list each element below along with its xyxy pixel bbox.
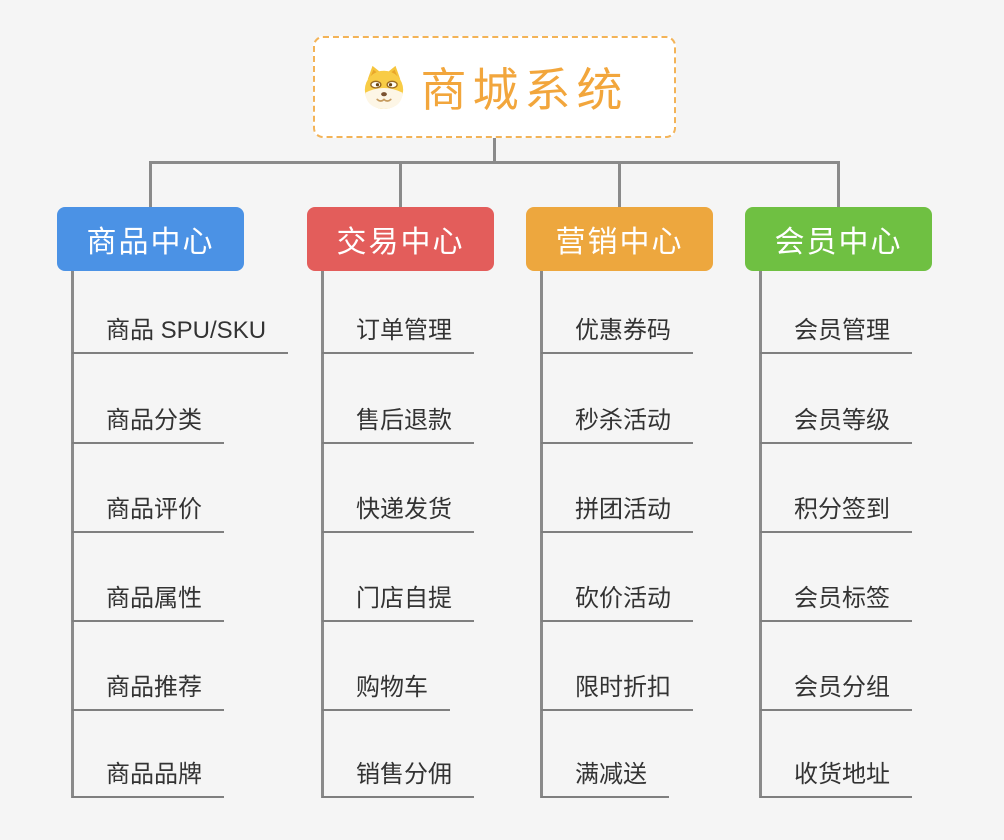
- branch-topic-marketing[interactable]: 营销中心: [526, 207, 713, 271]
- leaf-topic[interactable]: 快递发货: [322, 495, 474, 533]
- root-stem-line: [493, 137, 496, 164]
- leaf-topic[interactable]: 购物车: [322, 673, 450, 711]
- leaf-topic[interactable]: 砍价活动: [541, 584, 693, 622]
- leaf-topic[interactable]: 商品品牌: [72, 760, 224, 798]
- branch-topic-trade[interactable]: 交易中心: [307, 207, 494, 271]
- leaf-topic[interactable]: 销售分佣: [322, 760, 474, 798]
- leaf-topic[interactable]: 商品属性: [72, 584, 224, 622]
- drop-line-trade: [399, 161, 402, 208]
- leaf-topic[interactable]: 会员分组: [760, 673, 912, 711]
- drop-line-members: [837, 161, 840, 208]
- leaf-topic[interactable]: 秒杀活动: [541, 406, 693, 444]
- root-topic-label: 商城系统: [420, 64, 629, 116]
- branch-topic-label: 会员中心: [774, 226, 903, 259]
- leaf-topic[interactable]: 订单管理: [322, 316, 474, 354]
- branch-spine-marketing: [540, 271, 543, 798]
- branch-topic-products[interactable]: 商品中心: [57, 207, 244, 271]
- leaf-topic[interactable]: 收货地址: [760, 760, 912, 798]
- doge-icon: [361, 64, 407, 110]
- drop-line-marketing: [618, 161, 621, 208]
- leaf-topic[interactable]: 积分签到: [760, 495, 912, 533]
- root-topic[interactable]: 商城系统: [313, 36, 676, 138]
- drop-line-products: [149, 161, 152, 208]
- leaf-topic[interactable]: 拼团活动: [541, 495, 693, 533]
- leaf-topic[interactable]: 会员标签: [760, 584, 912, 622]
- leaf-topic[interactable]: 满减送: [541, 760, 669, 798]
- branch-topic-members[interactable]: 会员中心: [745, 207, 932, 271]
- branch-topic-label: 营销中心: [555, 226, 684, 259]
- leaf-topic[interactable]: 限时折扣: [541, 673, 693, 711]
- branch-spine-products: [71, 271, 74, 798]
- leaf-topic[interactable]: 商品推荐: [72, 673, 224, 711]
- branch-spine-members: [759, 271, 762, 798]
- leaf-topic[interactable]: 商品分类: [72, 406, 224, 444]
- leaf-topic[interactable]: 售后退款: [322, 406, 474, 444]
- leaf-topic[interactable]: 门店自提: [322, 584, 474, 622]
- leaf-topic[interactable]: 商品 SPU/SKU: [72, 316, 289, 354]
- branch-bus-line: [150, 161, 839, 164]
- branch-spine-trade: [321, 271, 324, 798]
- branch-topic-label: 交易中心: [336, 226, 465, 259]
- branch-topic-label: 商品中心: [86, 226, 215, 259]
- leaf-topic[interactable]: 会员管理: [760, 316, 912, 354]
- leaf-topic[interactable]: 商品评价: [72, 495, 224, 533]
- leaf-topic[interactable]: 优惠券码: [541, 316, 693, 354]
- leaf-topic[interactable]: 会员等级: [760, 406, 912, 444]
